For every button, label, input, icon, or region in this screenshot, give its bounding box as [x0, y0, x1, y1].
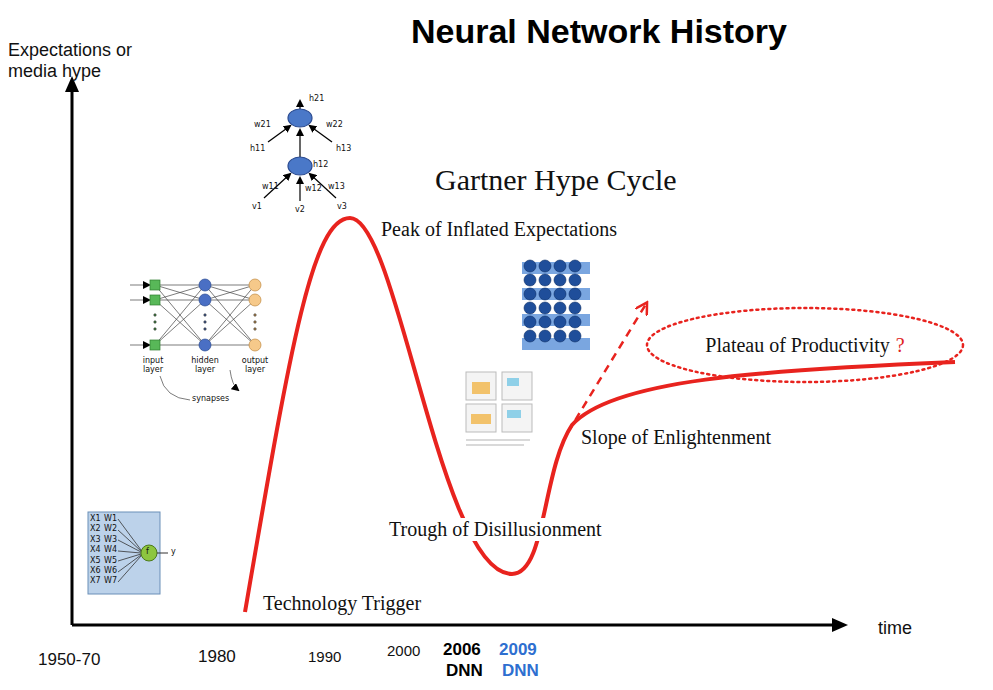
input-label: X1 [90, 514, 101, 523]
input-label: X5 [90, 556, 101, 565]
weight-label: W2 [104, 524, 117, 533]
unit-label: v3 [337, 202, 347, 211]
dashed-arrow [568, 304, 646, 432]
layer-label: synapses [192, 394, 229, 403]
unit-label: h13 [336, 144, 351, 153]
weight-label: w21 [254, 120, 271, 129]
stage-label: Plateau of Productivity [705, 334, 889, 357]
stage-label: Peak of Inflated Expectations [378, 218, 620, 241]
y-axis [71, 88, 74, 625]
weight-label: W7 [104, 576, 117, 585]
axis-title: time [878, 618, 912, 639]
deep-network-figure [522, 260, 590, 350]
weight-label: W4 [104, 545, 117, 554]
hype-curve [245, 218, 955, 612]
chart-title: Neural Network History [0, 12, 993, 51]
function-label: f [146, 547, 149, 556]
perceptron-figure [88, 512, 168, 594]
layer-label: hidden layer [188, 356, 222, 374]
weight-label: w22 [326, 120, 343, 129]
input-label: X4 [90, 545, 101, 554]
input-label: X3 [90, 535, 101, 544]
weight-label: W6 [104, 566, 117, 575]
input-label: X6 [90, 566, 101, 575]
layer-label: output layer [238, 356, 272, 374]
weight-label: W1 [104, 514, 117, 523]
unit-label: h11 [250, 144, 265, 153]
question-mark: ? [896, 334, 905, 357]
year-label: 1950-70 [38, 650, 100, 670]
year-label: 2009 [499, 640, 537, 660]
axis-title: Expectations or media hype [8, 40, 138, 81]
unit-label: v1 [252, 202, 262, 211]
year-label: 2000 [387, 642, 420, 659]
year-label: 2006 [443, 640, 481, 660]
stage-label: Technology Trigger [260, 592, 424, 615]
stage-label: Slope of Enlightenment [578, 426, 774, 449]
unit-label: h12 [313, 160, 328, 169]
axis-arrowhead [832, 618, 848, 632]
output-label: y [171, 547, 176, 556]
weight-label: w13 [328, 182, 345, 191]
weight-label: w11 [262, 182, 279, 191]
weight-label: W5 [104, 556, 117, 565]
weight-label: W3 [104, 535, 117, 544]
layer-label: input layer [136, 356, 170, 374]
input-label: X2 [90, 524, 101, 533]
unit-label: v2 [295, 205, 305, 214]
year-label: 1980 [198, 647, 236, 667]
stage-label: Trough of Disillusionment [386, 518, 605, 541]
chart-subtitle: Gartner Hype Cycle [432, 163, 680, 198]
mlp-figure [130, 279, 261, 400]
year-label: 1990 [308, 648, 341, 665]
model-label: DNN [446, 661, 483, 681]
result-panels-figure [466, 372, 532, 445]
model-label: DNN [502, 661, 539, 681]
x-axis [72, 624, 835, 627]
unit-label: h21 [309, 94, 324, 103]
weight-label: w12 [305, 184, 322, 193]
plateau-ellipse: Plateau of Productivity? [645, 306, 965, 384]
input-label: X7 [90, 576, 101, 585]
